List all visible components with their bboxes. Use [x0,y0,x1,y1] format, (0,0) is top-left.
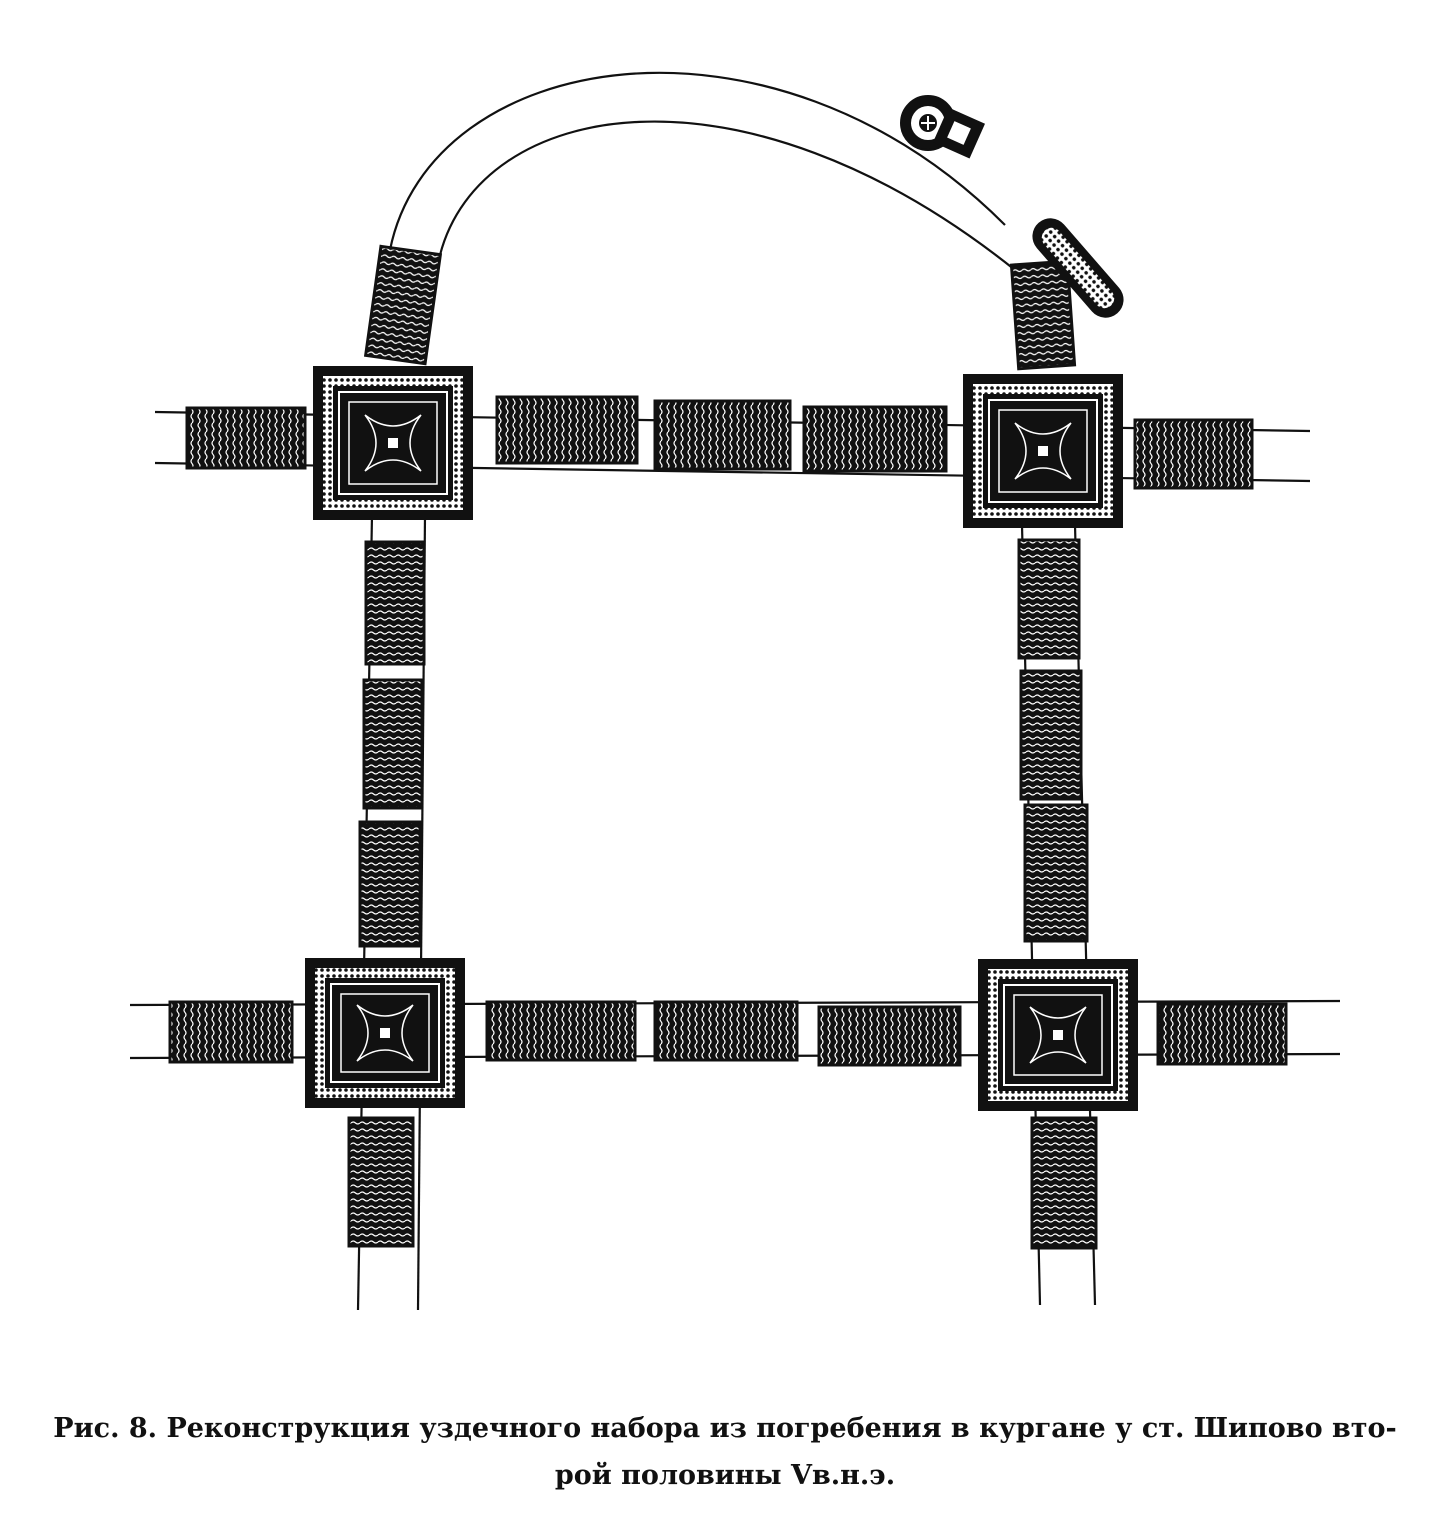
junction-plate-lower-left [305,958,465,1108]
lower-plaque-5 [1156,1002,1288,1066]
upper-plaque-1 [185,406,307,470]
caption-line-2: рой половины Vв.н.э. [554,1460,896,1491]
right-plaque-2 [1019,669,1083,801]
right-plaque-3 [1023,803,1089,943]
left-plaque-2 [362,678,424,810]
junction-plate-lower-right [978,959,1138,1111]
upper-plaque-4 [802,405,948,473]
junction-plate-upper-right [963,374,1123,528]
junction-plate-upper-left [313,366,473,520]
left-plaque-1 [364,540,426,666]
buckle [900,95,985,159]
crown-strap-outer [388,71,1006,251]
straps [129,71,1341,1311]
upper-plaque-5 [1133,418,1254,490]
right-plaque-4 [1030,1116,1098,1250]
lower-plaque-2 [485,1000,637,1062]
crown-plaque-left [363,244,443,366]
lower-plaque-3 [653,1000,799,1062]
strap-end-tip [1032,218,1124,318]
caption-line-1: Рис. 8. Реконструкция уздечного набора и… [53,1413,1397,1444]
bridle-reconstruction-drawing [129,71,1341,1311]
lower-plaque-4 [817,1005,962,1067]
upper-plaque-3 [653,399,792,471]
crown-plaque-right [1009,259,1077,371]
crown-strap-inner [438,120,1016,271]
lower-plaque-1 [168,1000,294,1064]
figure-caption: Рис. 8. Реконструкция уздечного набора и… [40,1405,1410,1499]
upper-plaque-2 [495,395,639,465]
right-plaque-1 [1017,538,1081,660]
left-plaque-3 [358,820,422,948]
left-plaque-4 [347,1116,415,1248]
strap-plaques [168,244,1288,1250]
